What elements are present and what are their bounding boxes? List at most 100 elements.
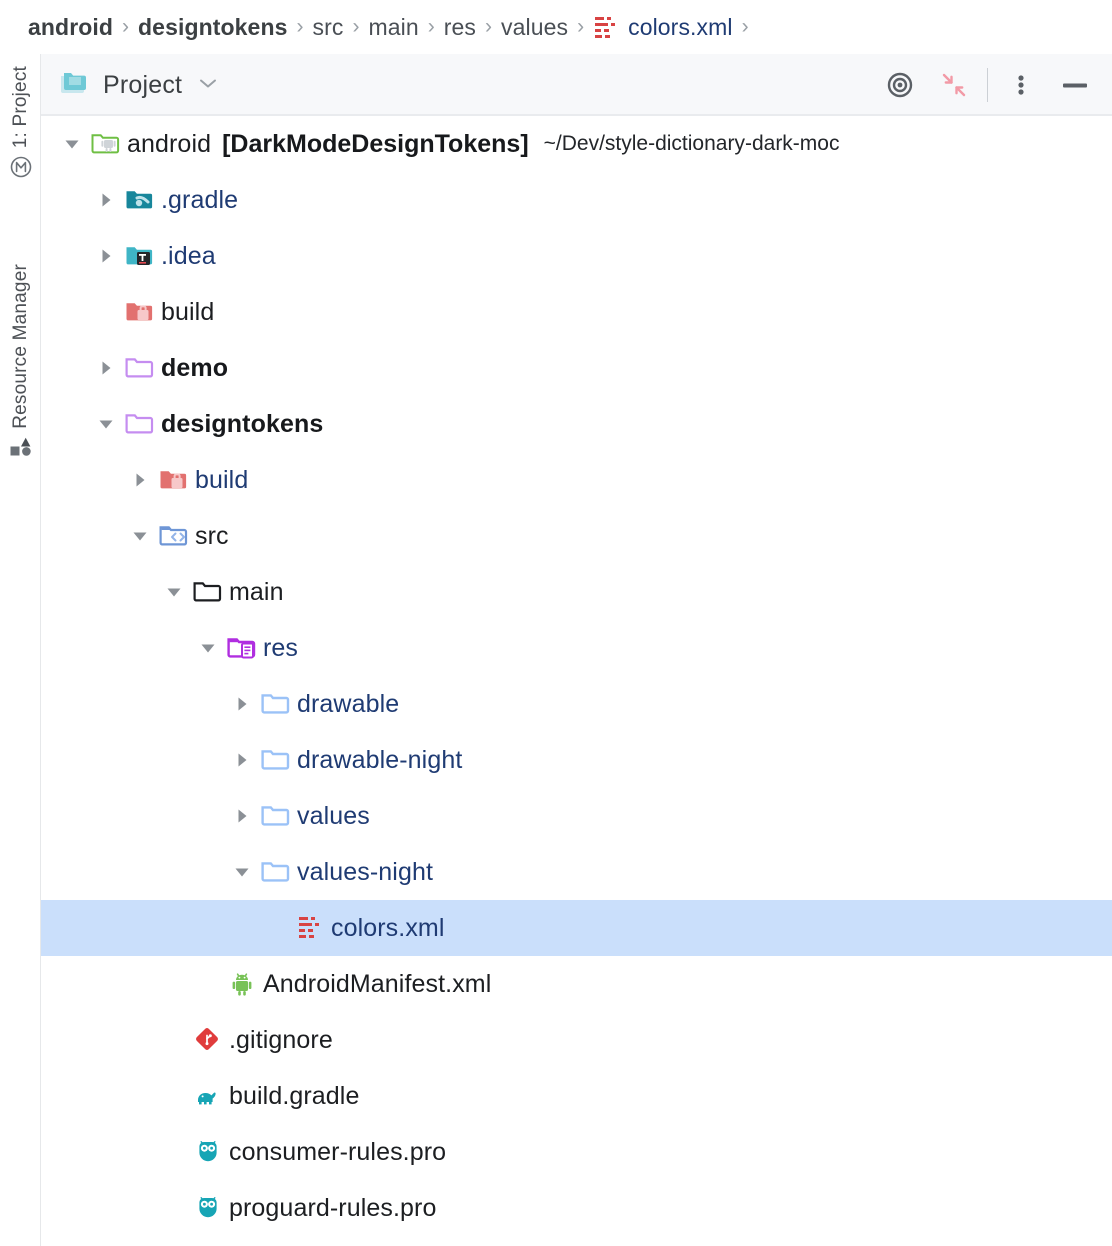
hide-panel-icon[interactable] [1048,58,1102,112]
project-view-selector[interactable]: Project [59,70,218,101]
proguard-icon [191,1139,225,1165]
tree-row-label: values [297,801,370,830]
android-module-folder-icon [89,130,123,158]
breadcrumb-item-src[interactable]: src [312,13,344,40]
tree-row[interactable]: demo [41,340,1112,396]
resource-manager-icon [9,436,33,463]
idea-folder-icon [123,242,157,270]
tree-twisty-down-icon[interactable] [55,134,89,154]
tree-twisty-right-icon[interactable] [89,246,123,266]
tree-row-label: values-night [297,857,434,886]
git-icon [191,1027,225,1053]
breadcrumb-item-values[interactable]: values [501,13,569,40]
xml-file-icon [593,15,619,41]
tree-row-label: AndroidManifest.xml [263,969,492,998]
blue-folder-icon [259,858,293,886]
breadcrumb-separator: › [122,15,130,38]
chevron-down-icon[interactable] [198,76,218,95]
tree-row-label: android [127,129,212,158]
tree-row[interactable]: .gitignore [41,1012,1112,1068]
module-name: [DarkModeDesignTokens] [222,129,529,158]
tree-row[interactable]: build.gradle [41,1068,1112,1124]
tree-row[interactable]: android[DarkModeDesignTokens]~/Dev/style… [41,116,1112,172]
project-tree[interactable]: android[DarkModeDesignTokens]~/Dev/style… [41,116,1112,1246]
tree-row[interactable]: .idea [41,228,1112,284]
blue-folder-icon [259,746,293,774]
tree-row-label: res [263,633,299,662]
tree-row[interactable]: src [41,508,1112,564]
source-folder-icon [157,522,191,550]
tree-twisty-right-icon[interactable] [225,750,259,770]
tree-row-label: drawable-night [297,745,463,774]
android-manifest-icon [225,971,259,998]
tree-row[interactable]: build [41,452,1112,508]
module-folder-icon [123,354,157,382]
toolbar-divider [987,68,988,102]
tree-row-label: build [161,297,215,326]
sidebar-item-resource-manager-label: Resource Manager [9,264,31,429]
toolbar-actions [873,58,1102,112]
tree-twisty-right-icon[interactable] [89,190,123,210]
tree-twisty-down-icon[interactable] [89,414,123,434]
tree-row-label: main [229,577,284,606]
breadcrumb-separator: › [352,15,360,38]
tree-row-label: src [195,521,229,550]
tree-row[interactable]: res [41,620,1112,676]
breadcrumb-item-designtokens[interactable]: designtokens [138,13,288,40]
xml-file-icon [293,915,327,941]
res-folder-icon [225,634,259,662]
gradle-file-icon [191,1083,225,1109]
tree-row-label: demo [161,353,229,382]
tree-row[interactable]: designtokens [41,396,1112,452]
select-opened-file-icon[interactable] [873,58,927,112]
options-menu-icon[interactable] [994,58,1048,112]
tree-twisty-down-icon[interactable] [157,582,191,602]
tree-twisty-down-icon[interactable] [225,862,259,882]
tree-row[interactable]: drawable [41,676,1112,732]
tree-row-label: designtokens [161,409,324,438]
tree-row-label: .gitignore [229,1025,333,1054]
tree-row-label: consumer-rules.pro [229,1137,447,1166]
tree-row[interactable]: colors.xml [41,900,1112,956]
tree-row-label: build.gradle [229,1081,360,1110]
module-folder-icon [123,410,157,438]
breadcrumb-item-res[interactable]: res [443,13,476,40]
tree-row-label: colors.xml [331,913,445,942]
tree-row-label: proguard-rules.pro [229,1193,437,1222]
plain-folder-icon [191,578,225,606]
sidebar-item-project[interactable]: 1: Project [0,66,41,184]
tree-twisty-down-icon[interactable] [191,638,225,658]
breadcrumb-item-main[interactable]: main [368,13,419,40]
tree-row[interactable]: AndroidManifest.xml [41,956,1112,1012]
breadcrumb-item-colors-xml[interactable]: colors.xml [628,13,733,40]
tree-row-label: drawable [297,689,400,718]
tree-twisty-right-icon[interactable] [123,470,157,490]
breadcrumb-separator: › [427,15,435,38]
tree-twisty-right-icon[interactable] [225,806,259,826]
tree-twisty-right-icon[interactable] [225,694,259,714]
tree-row-label: .idea [161,241,216,270]
tree-row[interactable]: main [41,564,1112,620]
tree-row-label: build [195,465,249,494]
tree-row[interactable]: consumer-rules.pro [41,1124,1112,1180]
tree-row[interactable]: proguard-rules.pro [41,1180,1112,1236]
tree-twisty-right-icon[interactable] [89,358,123,378]
sidebar-item-resource-manager[interactable]: Resource Manager [0,264,41,463]
collapse-all-icon[interactable] [927,58,981,112]
tree-row[interactable]: build [41,284,1112,340]
proguard-icon [191,1195,225,1221]
left-tool-strip: 1: Project Resource Manager [0,54,41,1246]
breadcrumb-separator: › [485,15,492,38]
project-structure-icon [9,155,33,184]
gradle-folder-icon [123,186,157,214]
tree-row[interactable]: values-night [41,844,1112,900]
breadcrumb-item-android[interactable]: android [28,13,114,40]
tree-twisty-down-icon[interactable] [123,526,157,546]
tree-row[interactable]: values [41,788,1112,844]
build-folder-icon [123,298,157,326]
panel-title: Project [103,70,183,99]
breadcrumb: android›designtokens›src›main›res›values… [0,0,1112,54]
tree-row[interactable]: .gradle [41,172,1112,228]
tree-row[interactable]: drawable-night [41,732,1112,788]
